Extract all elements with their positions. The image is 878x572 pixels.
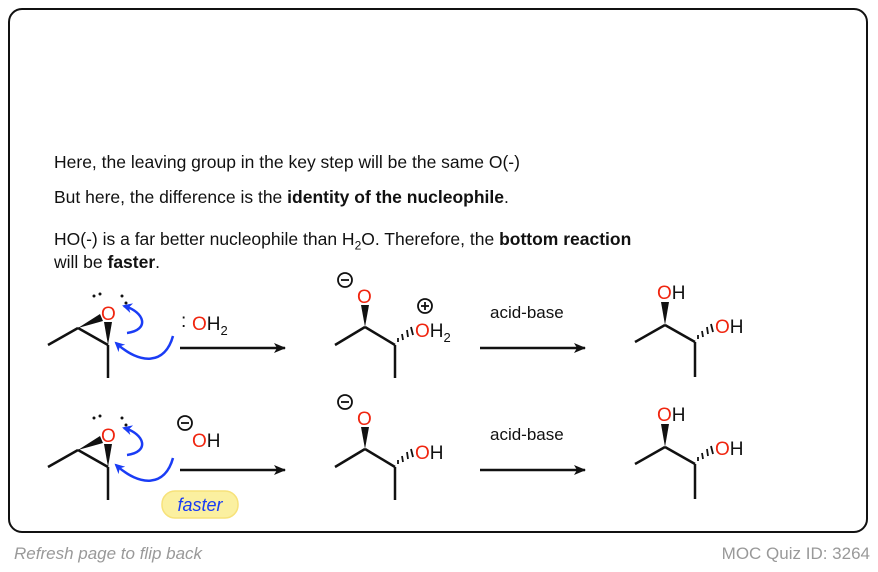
lone-pair: : [181,311,186,332]
hydroxyl-group: OH [415,443,444,464]
reagent-label: acid-base [490,303,564,322]
curved-arrow-icon [122,425,144,457]
epoxide-molecule [47,414,128,500]
diol-product [634,424,714,499]
explanation-line-3: HO(-) is a far better nucleophile than H… [54,229,632,253]
epoxide-molecule [47,292,128,378]
hydroxyl-group: OH [715,439,744,460]
refresh-hint: Refresh page to flip back [14,544,203,563]
curved-arrow-icon [114,335,175,360]
negative-charge-icon [177,415,193,431]
quiz-card[interactable] [8,8,868,533]
explanation-line-2: But here, the difference is the identity… [54,187,509,207]
explanation-line-4: will be faster. [54,252,161,272]
water-nucleophile: OH2 [192,314,228,338]
diol-product [634,302,714,377]
oxonium-group: OH2 [415,321,451,345]
curved-arrow-icon [114,457,175,482]
hydroxyl-group: OH [657,283,686,304]
reagent-label: acid-base [490,425,564,444]
alkoxide-oxygen: O [357,287,372,308]
curved-arrow-icon [122,303,144,335]
epoxide-oxygen: O [101,304,116,325]
alkoxide-oxygen: O [357,409,372,430]
explanation-line-1: Here, the leaving group in the key step … [54,152,520,172]
hydroxyl-group: OH [657,405,686,426]
intermediate-molecule [334,272,433,378]
bottom-reaction-row: O OH faster O OH acid-base OH OH [47,394,744,519]
quiz-id: MOC Quiz ID: 3264 [721,544,870,563]
hydroxyl-group: OH [715,317,744,338]
faster-label: faster [177,495,223,515]
epoxide-oxygen: O [101,426,116,447]
faster-badge: faster [161,490,239,519]
intermediate-molecule [334,394,414,500]
top-reaction-row: O : OH2 O OH2 acid-base OH OH [47,272,744,378]
hydroxide-nucleophile: OH [192,431,221,452]
